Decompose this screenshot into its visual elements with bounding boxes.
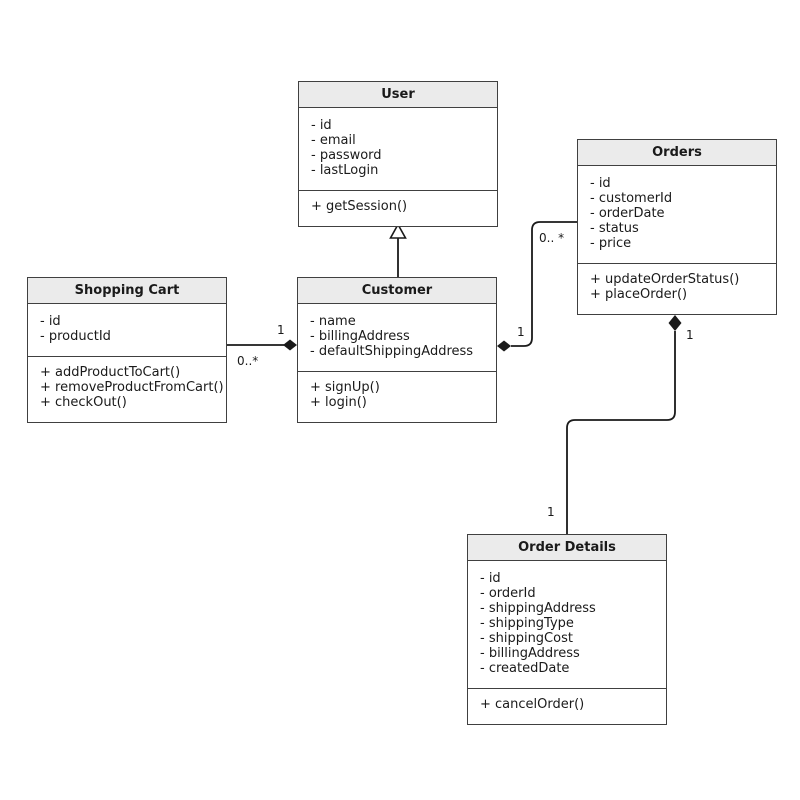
attribute: - id	[311, 118, 332, 133]
attribute: - shippingAddress	[480, 601, 596, 616]
attribute: - email	[311, 133, 356, 148]
attribute: - name	[310, 314, 356, 329]
multiplicity-label: 0.. *	[538, 231, 566, 245]
method: + cancelOrder()	[480, 697, 585, 712]
method: + checkOut()	[40, 395, 127, 410]
multiplicity-label: 1	[546, 505, 556, 519]
method: + updateOrderStatus()	[590, 272, 740, 287]
attribute: - status	[590, 221, 639, 236]
filled-diamond-icon	[497, 340, 511, 352]
attribute: - defaultShippingAddress	[310, 344, 474, 359]
attribute: - orderId	[480, 586, 536, 601]
attribute: - id	[480, 571, 501, 586]
method: + signUp()	[310, 380, 380, 395]
attribute: - createdDate	[480, 661, 570, 676]
edge-composition-orders-orderdetails[interactable]	[566, 315, 682, 534]
attribute: - orderDate	[590, 206, 665, 221]
composition-line[interactable]	[566, 331, 676, 534]
attribute: - price	[590, 236, 632, 251]
hollow-triangle-arrowhead-icon	[389, 222, 407, 239]
class-orders-methods: + updateOrderStatus() + placeOrder()	[578, 264, 776, 314]
multiplicity-label: 1	[685, 328, 695, 342]
class-user-methods: + getSession()	[299, 191, 497, 226]
class-shopping-cart-title: Shopping Cart	[28, 278, 226, 304]
filled-diamond-icon	[668, 315, 682, 331]
class-order-details-methods: + cancelOrder()	[468, 689, 666, 724]
method: + placeOrder()	[590, 287, 688, 302]
class-orders-attributes: - id - customerId - orderDate - status -…	[578, 166, 776, 264]
class-customer[interactable]: Customer - name - billingAddress - defau…	[297, 277, 497, 423]
method: + login()	[310, 395, 367, 410]
attribute: - shippingType	[480, 616, 574, 631]
attribute: - billingAddress	[310, 329, 410, 344]
class-shopping-cart-methods: + addProductToCart() + removeProductFrom…	[28, 357, 226, 422]
method: + addProductToCart()	[40, 365, 181, 380]
attribute: - id	[40, 314, 61, 329]
class-order-details-title: Order Details	[468, 535, 666, 561]
class-order-details-attributes: - id - orderId - shippingAddress - shipp…	[468, 561, 666, 689]
class-orders-title: Orders	[578, 140, 776, 166]
edge-composition-customer-orders[interactable]	[497, 221, 577, 352]
class-user-title: User	[299, 82, 497, 108]
class-customer-attributes: - name - billingAddress - defaultShippin…	[298, 304, 496, 372]
method: + removeProductFromCart()	[40, 380, 224, 395]
class-shopping-cart-attributes: - id - productId	[28, 304, 226, 357]
attribute: - lastLogin	[311, 163, 379, 178]
filled-diamond-icon	[283, 339, 297, 351]
attribute: - id	[590, 176, 611, 191]
class-shopping-cart[interactable]: Shopping Cart - id - productId + addProd…	[27, 277, 227, 423]
multiplicity-label: 1	[516, 325, 526, 339]
attribute: - productId	[40, 329, 111, 344]
class-customer-methods: + signUp() + login()	[298, 372, 496, 422]
class-order-details[interactable]: Order Details - id - orderId - shippingA…	[467, 534, 667, 725]
class-user-attributes: - id - email - password - lastLogin	[299, 108, 497, 191]
attribute: - password	[311, 148, 382, 163]
attribute: - billingAddress	[480, 646, 580, 661]
multiplicity-label: 1	[276, 323, 286, 337]
attribute: - shippingCost	[480, 631, 573, 646]
class-customer-title: Customer	[298, 278, 496, 304]
class-orders[interactable]: Orders - id - customerId - orderDate - s…	[577, 139, 777, 315]
attribute: - customerId	[590, 191, 673, 206]
multiplicity-label: 0..*	[236, 354, 260, 368]
edge-generalization-customer-user[interactable]	[389, 222, 407, 278]
method: + getSession()	[311, 199, 408, 214]
composition-line[interactable]	[511, 221, 577, 347]
edge-composition-customer-cart[interactable]	[227, 339, 297, 351]
class-user[interactable]: User - id - email - password - lastLogin…	[298, 81, 498, 227]
